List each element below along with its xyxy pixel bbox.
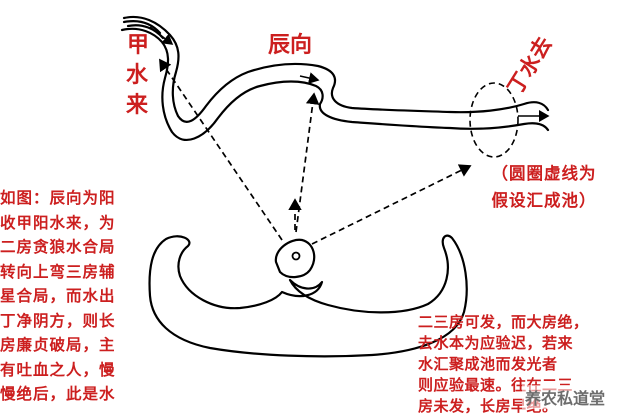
left-note-line-4: 转向上弯三房辅 (0, 262, 116, 281)
left-note-line-6: 丁净阴方，则长 (0, 311, 116, 330)
right-note-line-1: 二三房可发，而大房绝， (418, 313, 589, 331)
left-note-line-2: 收甲阳水来，为 (0, 213, 116, 232)
river (120, 15, 550, 142)
center-marker-dot (291, 251, 301, 261)
right-explanation: 二三房可发，而大房绝， 去水本为应验迟，若来 水汇聚成池而发光者 则应验最速。往… (418, 312, 640, 417)
left-note-line-5: 星合局，而水出 (0, 287, 116, 305)
left-note-line-3: 二房贪狼水合局 (0, 238, 116, 256)
label-jia-3: 来 (125, 93, 149, 118)
arrow-to-chen (295, 92, 320, 233)
left-note-line-8: 有吐血之人，慢 (0, 360, 116, 379)
label-chen-direction: 辰向 (268, 32, 312, 58)
river-inflow-top (122, 20, 162, 35)
left-note-line-7: 房廉贞破局，主 (0, 336, 116, 354)
flow-arrow-bend (299, 72, 320, 84)
direction-arrows (159, 58, 472, 245)
arrow-to-jia (159, 58, 283, 241)
arrow-to-pool (311, 164, 472, 245)
right-note-line-2: 去水本为应验迟，若来 (418, 334, 574, 352)
label-jia-1: 甲 (127, 33, 149, 58)
label-ding-water-out: 丁水去 (503, 33, 557, 99)
assumed-pool-circle (469, 82, 519, 158)
river-inner-bank (120, 27, 550, 142)
flow-arrows (149, 26, 550, 122)
flow-arrow-inflow (149, 26, 174, 45)
pool-note-line-2: 假设汇成池） (491, 191, 597, 210)
pool-note-line-1: （圆圈虚线为 (491, 164, 597, 183)
pool-note: （圆圈虚线为 假设汇成池） (448, 160, 640, 214)
house-outline (148, 234, 468, 358)
left-note-line-1: 如图：辰向为阳 (0, 189, 116, 207)
left-explanation: 如图：辰向为阳 收甲阳水来，为 二房贪狼水合局 转向上弯三房辅 星合局，而水出 … (0, 186, 168, 407)
watermark: 养农私道堂 (522, 385, 609, 409)
river-outer-bank (122, 15, 550, 123)
center-marker (274, 238, 316, 279)
right-note-line-3: 水汇聚成池而发光者 (418, 355, 558, 373)
label-jia-2: 水 (126, 63, 149, 88)
left-note-line-9: 慢绝后，此是水 (0, 385, 116, 403)
